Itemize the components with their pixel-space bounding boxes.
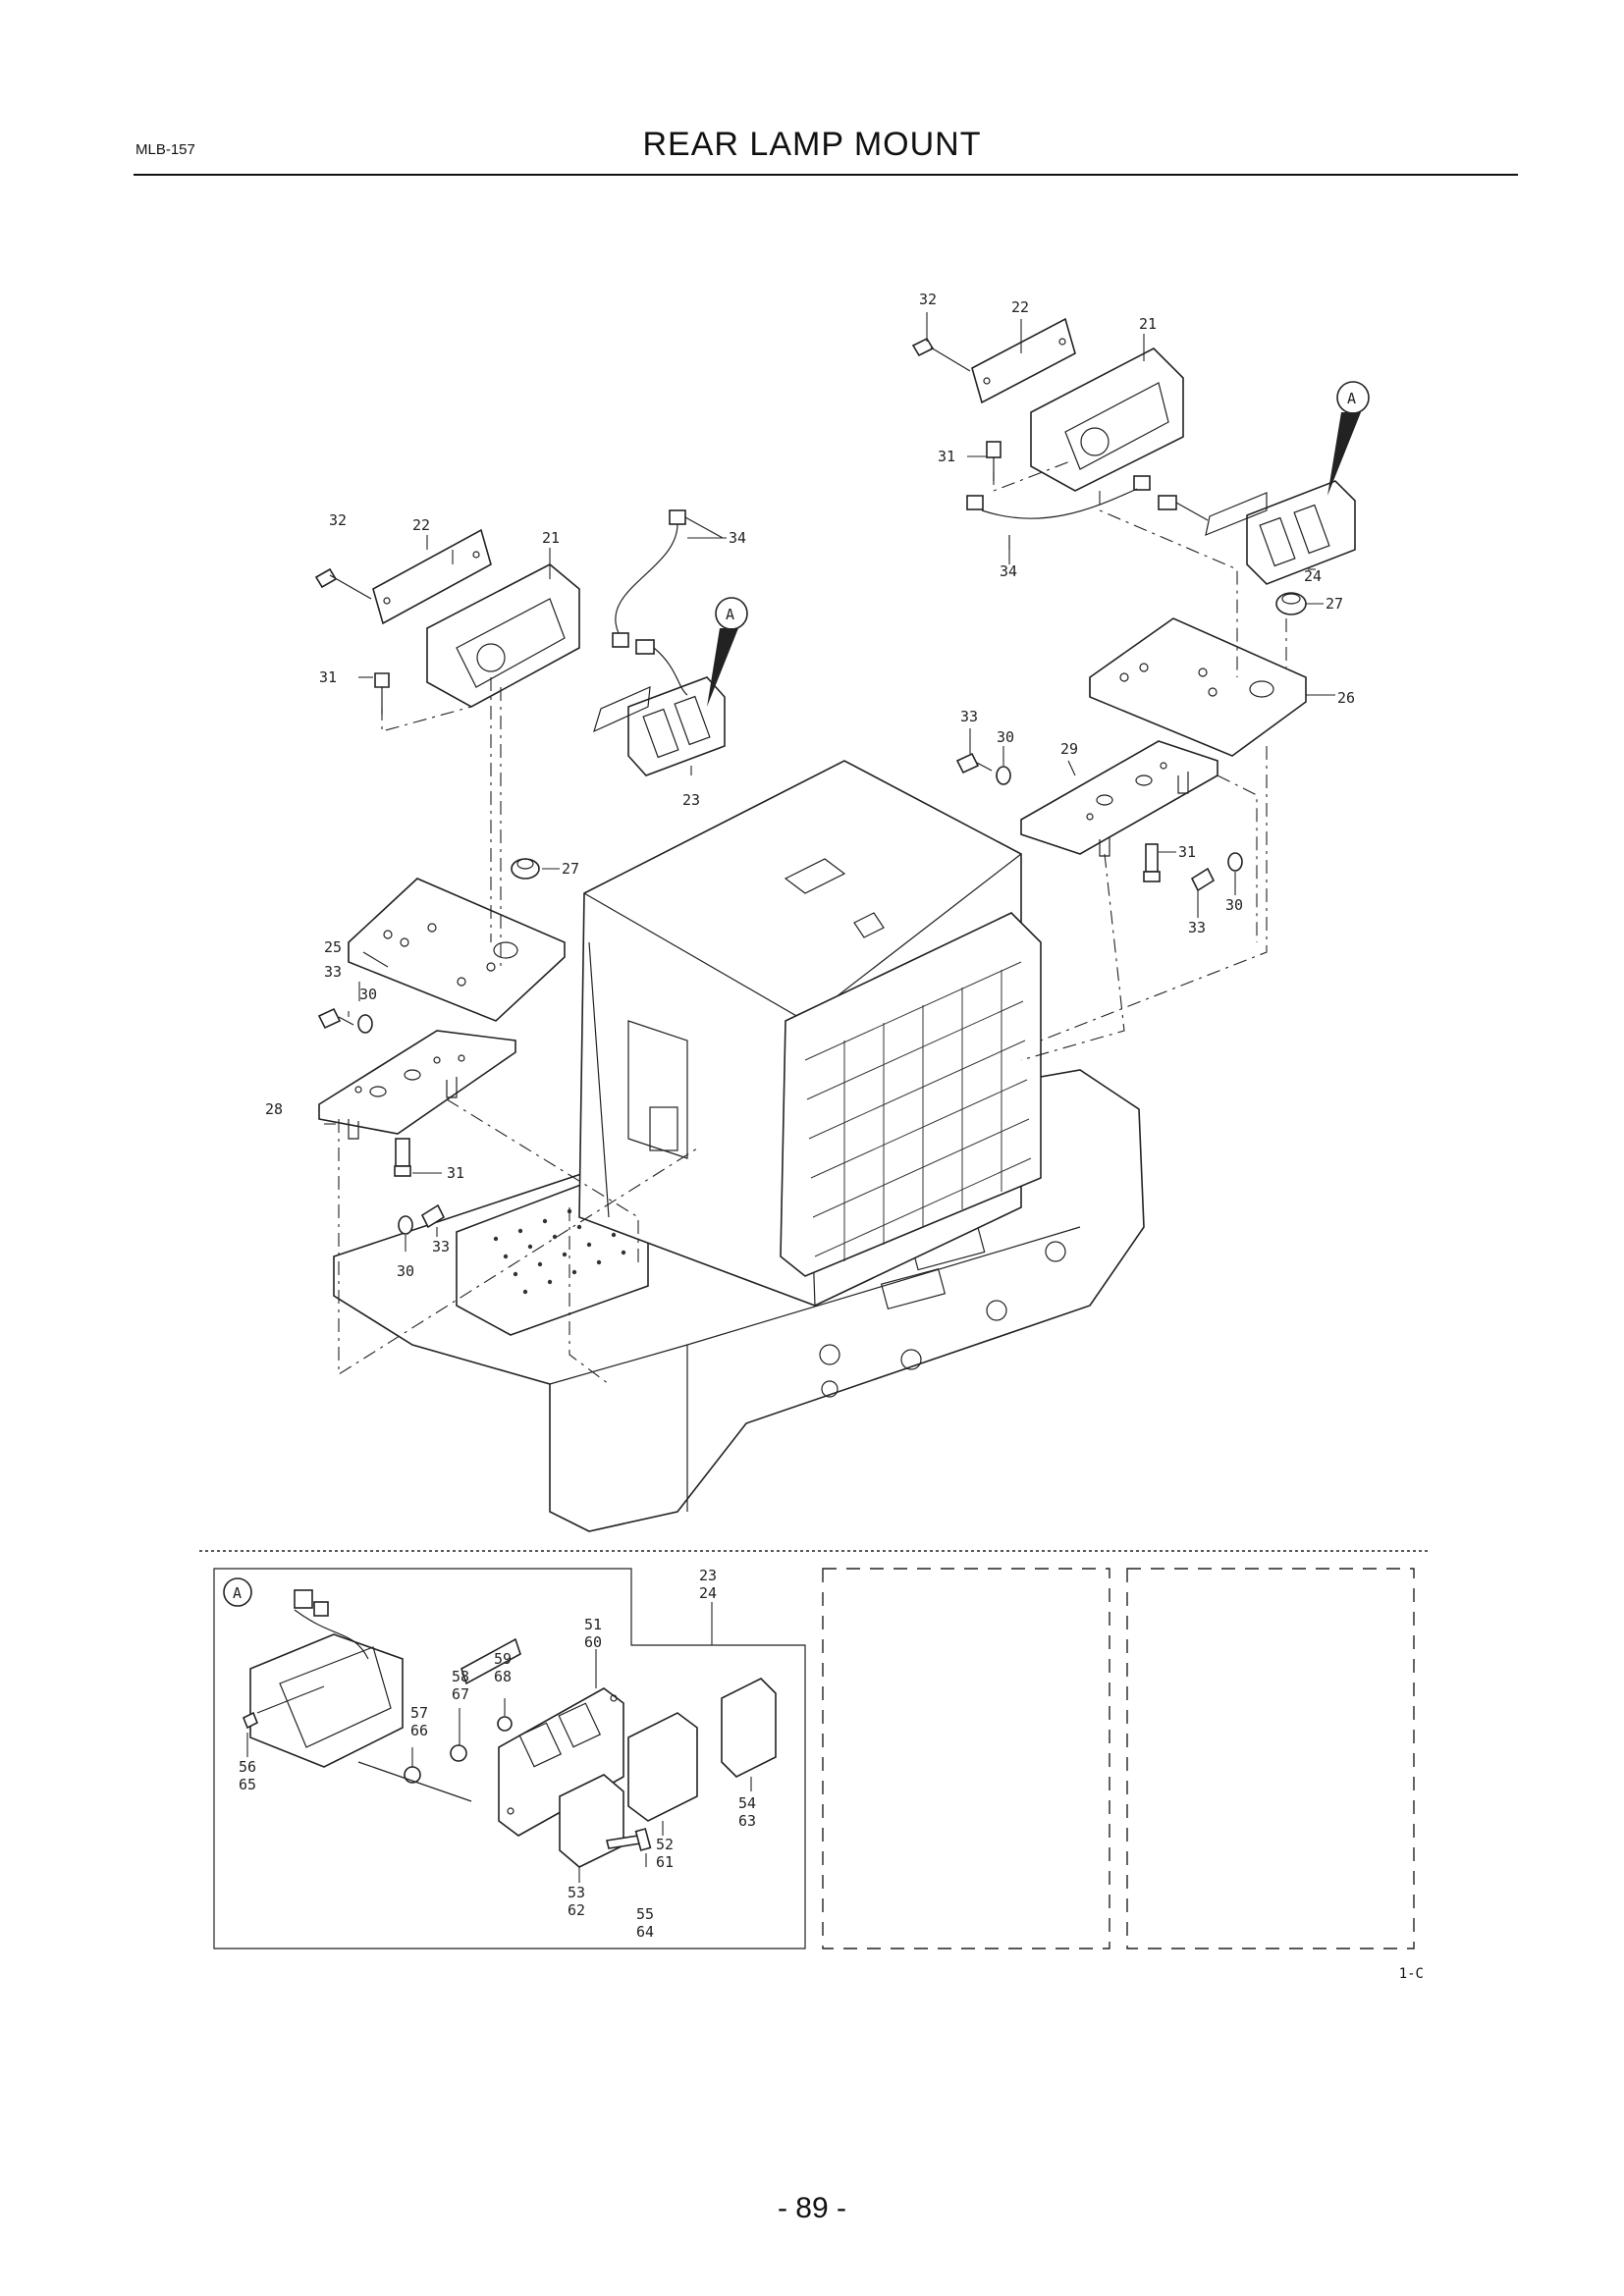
main-callouts: 32 22 21 31 34 24 27 26 33 30 29 31 30 3… [265,291,1355,1280]
callout-22: 22 [1011,298,1029,316]
detail-a-marker-right: A [1327,381,1370,496]
detail-a-panel: A [213,1567,806,1949]
callout-68: 68 [494,1668,512,1685]
callout-33: 33 [324,963,342,981]
sheet-code: 1-C [1398,1966,1424,1982]
rear-grille [804,961,1032,1261]
callout-34: 34 [729,529,746,547]
callout-26: 26 [1337,689,1355,707]
callout-64: 64 [636,1923,654,1941]
detail-a-marker-left: A [707,597,748,707]
callout-54: 54 [738,1794,756,1812]
callout-59: 59 [494,1650,512,1668]
callout-32: 32 [329,511,347,529]
callout-21: 21 [1139,315,1157,333]
callout-34: 34 [1000,562,1017,580]
detail-marker-label: A [1347,390,1356,407]
callout-22: 22 [412,516,430,534]
callout-30: 30 [359,986,377,1003]
callout-31: 31 [447,1164,464,1182]
callout-24: 24 [1304,567,1322,585]
callout-66: 66 [410,1722,428,1739]
callout-30: 30 [997,728,1014,746]
callout-31: 31 [1178,843,1196,861]
document-code: MLB-157 [135,141,195,158]
callout-67: 67 [452,1685,469,1703]
callout-25: 25 [324,938,342,956]
callout-28: 28 [265,1100,283,1118]
callout-31: 31 [938,448,955,465]
callout-23: 23 [699,1567,717,1584]
callout-62: 62 [568,1901,585,1919]
callout-57: 57 [410,1704,428,1722]
leader-lines [324,312,1335,1252]
callout-61: 61 [656,1853,674,1871]
callout-30: 30 [397,1262,414,1280]
left-lamp-assembly [314,509,726,1385]
detail-marker-label: A [726,606,734,623]
callout-21: 21 [542,529,560,547]
callout-63: 63 [738,1812,756,1830]
callout-33: 33 [1188,919,1206,936]
callout-27: 27 [562,860,579,878]
callout-23: 23 [682,791,700,809]
detail-marker-label: A [233,1584,242,1602]
callout-33: 33 [960,708,978,725]
callout-27: 27 [1326,595,1343,613]
callout-32: 32 [919,291,937,308]
callout-29: 29 [1060,740,1078,758]
callout-58: 58 [452,1668,469,1685]
machine-body [333,760,1145,1532]
callout-33: 33 [432,1238,450,1255]
callout-52: 52 [656,1836,674,1853]
empty-detail-box-1 [822,1568,1110,1949]
right-lamp-assembly [911,317,1356,1061]
header-rule [134,174,1518,176]
callout-30: 30 [1225,896,1243,914]
empty-detail-box-2 [1126,1568,1415,1949]
callout-56: 56 [239,1758,256,1776]
callout-60: 60 [584,1633,602,1651]
callout-24: 24 [699,1584,717,1602]
page-title: REAR LAMP MOUNT [642,126,982,163]
callout-31: 31 [319,668,337,686]
callout-51: 51 [584,1616,602,1633]
callout-65: 65 [239,1776,256,1793]
callout-55: 55 [636,1905,654,1923]
callout-53: 53 [568,1884,585,1901]
page-number: - 89 - [777,2192,847,2224]
